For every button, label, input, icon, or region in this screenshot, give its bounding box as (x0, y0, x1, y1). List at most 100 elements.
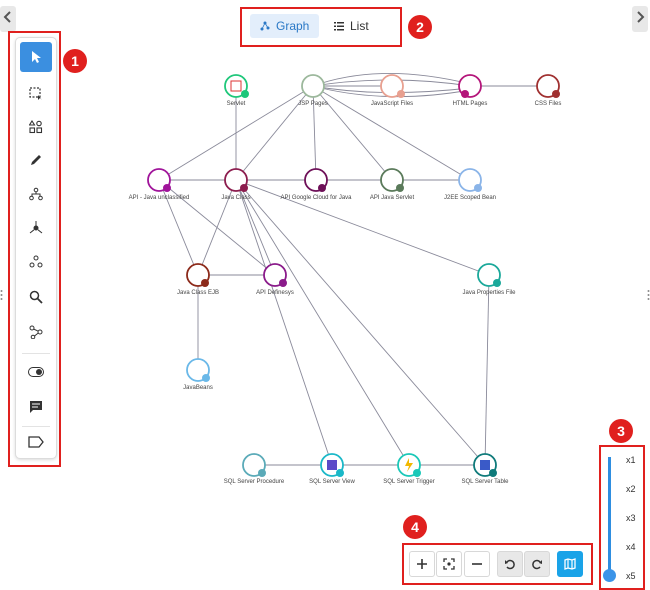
zoom-level-x4[interactable]: x4 (626, 542, 636, 552)
rectangle-select-icon (29, 87, 42, 100)
highlight-box-4 (402, 543, 593, 585)
graph-node-servlet[interactable] (224, 74, 249, 98)
graph-node-sql-server-view[interactable] (320, 453, 344, 477)
pointer-icon (32, 51, 41, 63)
edge (197, 179, 237, 276)
collapse-right-button[interactable] (632, 6, 648, 32)
zoom-slider[interactable] (603, 454, 642, 588)
node-label-api-google-cloud: API Google Cloud for Java (280, 195, 352, 201)
node-label-css-files: CSS Files (534, 101, 562, 107)
label-tool[interactable] (20, 427, 52, 457)
hierarchy-tool[interactable] (20, 179, 52, 209)
fit-screen-icon (443, 558, 455, 570)
tool-palette (15, 37, 57, 459)
tab-list-label: List (350, 19, 369, 33)
pencil-icon (31, 155, 41, 165)
node-label-jsp-pages: JSP Pages (298, 101, 328, 107)
node-label-servlet: Servlet (226, 101, 246, 107)
graph-node-javabeans[interactable] (186, 358, 210, 382)
graph-node-sql-server-table[interactable] (473, 453, 497, 477)
graph-node-css-files[interactable] (536, 74, 560, 98)
node-label-html-pages: HTML Pages (452, 101, 488, 107)
graph-edges (158, 73, 548, 466)
left-resize-handle[interactable] (0, 288, 3, 300)
edge (235, 179, 486, 466)
pencil-tool[interactable] (20, 145, 52, 175)
fit-to-screen-button[interactable] (436, 551, 462, 577)
chevron-right-icon (637, 11, 645, 23)
node-links-tool[interactable] (20, 213, 52, 243)
toolbar-divider (22, 426, 50, 427)
graph-nodes (147, 74, 560, 477)
graph-node-sql-server-procedure[interactable] (242, 453, 266, 477)
group-nodes-tool[interactable] (20, 247, 52, 277)
graph-node-api-java-unclassified[interactable] (147, 168, 171, 192)
graph-node-javascript-files[interactable] (380, 74, 405, 98)
zoom-in-button[interactable] (409, 551, 435, 577)
collapse-left-button[interactable] (0, 6, 16, 32)
zoom-level-x1[interactable]: x1 (626, 455, 636, 465)
tab-list[interactable]: List (324, 14, 379, 38)
graph-node-jsp-pages[interactable] (301, 74, 325, 98)
graph-node-api-java-servlet[interactable] (380, 168, 404, 192)
node-label-javascript-files: JavaScript Files (370, 101, 414, 107)
zoom-level-x5[interactable]: x5 (626, 571, 636, 581)
path-icon (29, 325, 43, 339)
node-label-api-java-unclassified: API - Java unclassified (128, 195, 190, 201)
tag-label-icon (28, 436, 44, 448)
node-label-api-definesys: API Definesys (256, 290, 294, 296)
graph-node-java-properties-file[interactable] (477, 263, 501, 287)
graph-node-j2ee-scoped-bean[interactable] (458, 168, 482, 192)
comment-tool[interactable] (20, 392, 52, 422)
graph-node-api-definesys[interactable] (263, 263, 287, 287)
zoom-slider-thumb[interactable] (603, 569, 616, 582)
node-label-api-java-servlet: API Java Servlet (369, 195, 415, 201)
zoom-level-x3[interactable]: x3 (626, 513, 636, 523)
edge (312, 85, 317, 181)
group-nodes-icon (29, 255, 43, 268)
highlight-box-3 (599, 445, 645, 590)
node-label-j2ee-scoped-bean: J2EE Scoped Bean (443, 195, 497, 201)
right-resize-handle[interactable] (647, 288, 650, 300)
graph-node-sql-server-trigger[interactable] (397, 453, 421, 477)
graph-node-java-class-ejb[interactable] (186, 263, 210, 287)
graph-node-java-class[interactable] (224, 168, 248, 192)
node-label-sql-server-view: SQL Server View (309, 479, 355, 485)
undo-button[interactable] (497, 551, 523, 577)
map-icon (564, 558, 576, 570)
highlight-box-2 (240, 7, 402, 47)
graph-node-html-pages[interactable] (458, 74, 482, 98)
redo-button[interactable] (524, 551, 550, 577)
view-switcher: Graph List (246, 12, 394, 42)
chevron-left-icon (3, 11, 11, 23)
search-tool[interactable] (20, 282, 52, 312)
edge (235, 179, 276, 276)
tab-graph[interactable]: Graph (250, 14, 320, 38)
edge (158, 179, 199, 276)
path-tool[interactable] (20, 317, 52, 347)
graph-icon (260, 21, 270, 31)
plus-icon (417, 559, 427, 569)
minimap-button[interactable] (557, 551, 583, 577)
edge (158, 85, 314, 181)
comment-icon (30, 401, 42, 413)
node-label-sql-server-table: SQL Server Table (461, 479, 509, 485)
redo-icon (532, 559, 542, 570)
zoom-slider-track (608, 457, 611, 575)
minus-icon (472, 563, 482, 565)
select-tool[interactable] (20, 42, 52, 72)
edge (484, 274, 490, 466)
zoom-level-x2[interactable]: x2 (626, 484, 636, 494)
node-label-sql-server-procedure: SQL Server Procedure (223, 479, 285, 485)
list-icon (334, 22, 344, 31)
toggle-tool[interactable] (20, 357, 52, 387)
zoom-out-button[interactable] (464, 551, 490, 577)
node-label-java-properties-file: Java Properties File (462, 290, 516, 296)
graph-node-api-google-cloud[interactable] (304, 168, 328, 192)
rectangle-select-tool[interactable] (20, 78, 52, 108)
edge (235, 179, 490, 276)
add-shapes-tool[interactable] (20, 112, 52, 142)
hierarchy-icon (29, 187, 43, 201)
tab-graph-label: Graph (276, 19, 310, 33)
